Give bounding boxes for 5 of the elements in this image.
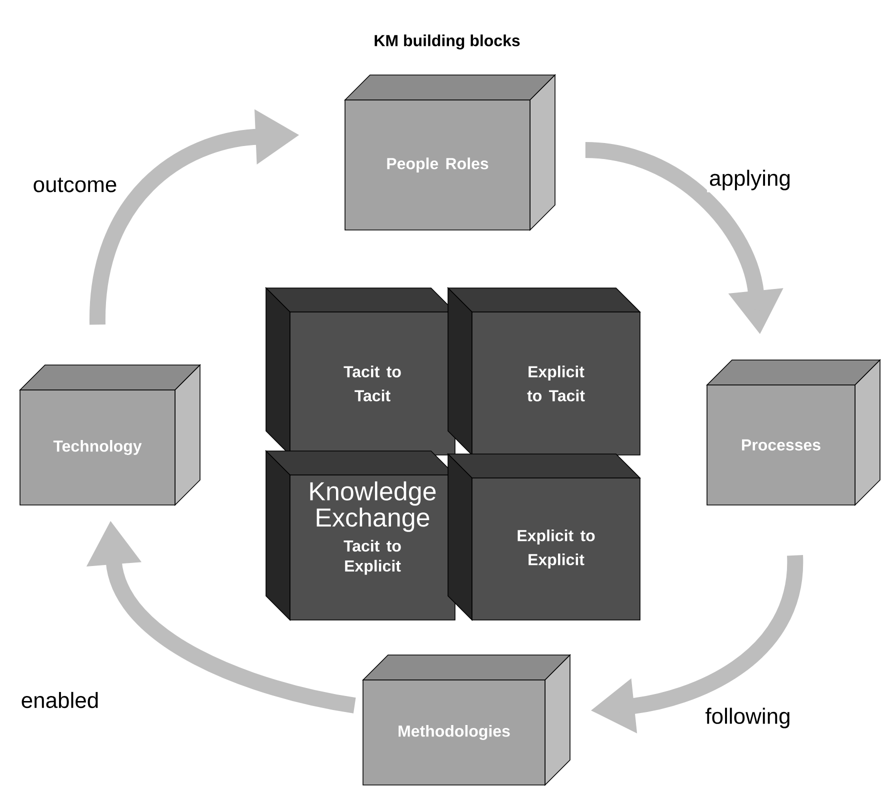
edge-label: applying xyxy=(707,168,793,192)
title: KM building blocks xyxy=(374,34,520,50)
edge-label: following xyxy=(703,706,793,730)
edge-label: outcome xyxy=(30,176,120,194)
edge-label: enabled xyxy=(18,690,102,710)
